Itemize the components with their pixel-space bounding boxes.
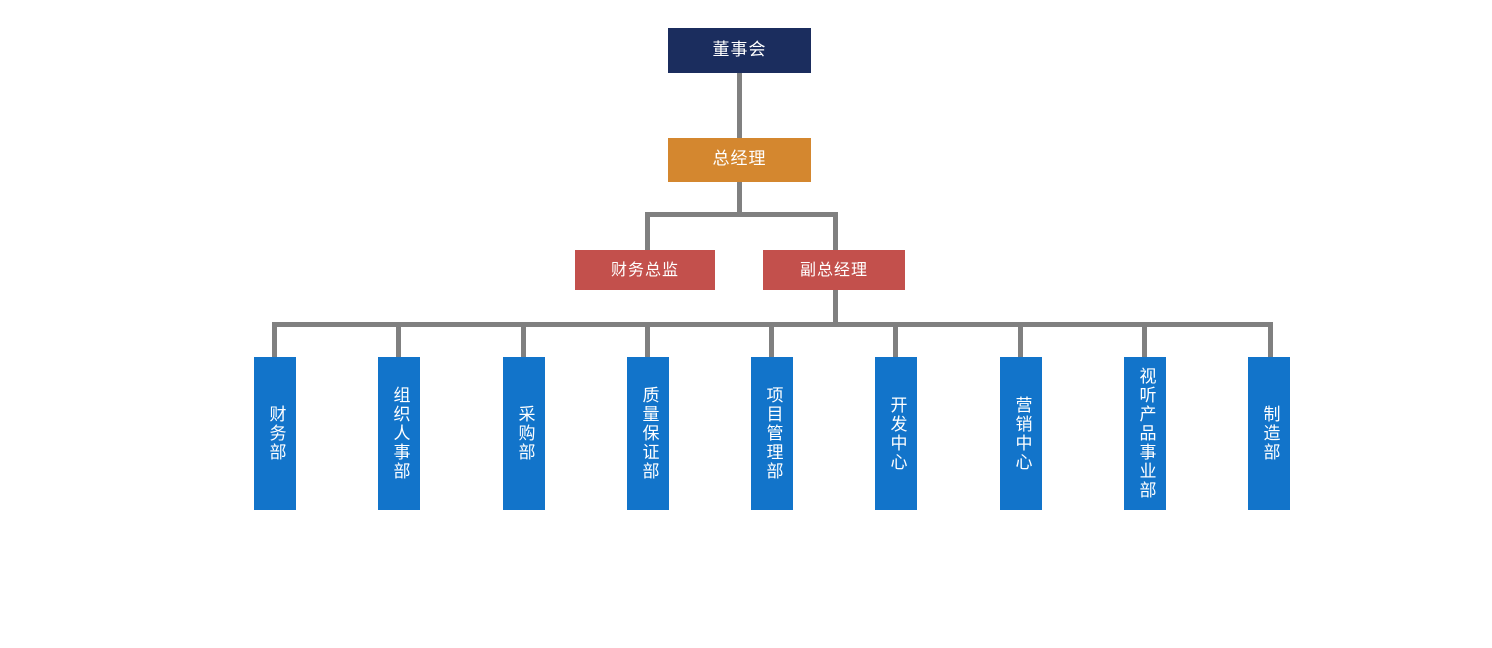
node-department-9[interactable]: 制造部 xyxy=(1248,357,1290,510)
node-department-2[interactable]: 组织人事部 xyxy=(378,357,420,510)
connector-gm-down xyxy=(737,182,742,215)
node-department-8-label: 视听产品事业部 xyxy=(1135,367,1156,500)
node-department-5-label: 项目管理部 xyxy=(762,386,783,481)
connector-vgm-down xyxy=(833,290,838,327)
connector-bus-to-dept-4 xyxy=(645,322,650,357)
connector-bus-to-dept-9 xyxy=(1268,322,1273,357)
connector-bus-to-dept-5 xyxy=(769,322,774,357)
node-department-1[interactable]: 财务部 xyxy=(254,357,296,510)
node-department-4-label: 质量保证部 xyxy=(638,386,659,481)
connector-bus-to-dept-1 xyxy=(272,322,277,357)
connector-bus-to-vgm xyxy=(833,212,838,250)
node-department-7-label: 营销中心 xyxy=(1011,395,1032,472)
node-finance-director-label: 财务总监 xyxy=(610,259,679,279)
node-board-label: 董事会 xyxy=(712,39,767,60)
connector-bus-to-dept-7 xyxy=(1018,322,1023,357)
connector-board-to-gm xyxy=(737,73,742,138)
node-board-of-directors[interactable]: 董事会 xyxy=(668,28,811,73)
node-general-manager[interactable]: 总经理 xyxy=(668,138,811,182)
node-department-9-label: 制造部 xyxy=(1259,405,1280,462)
node-department-7[interactable]: 营销中心 xyxy=(1000,357,1042,510)
node-department-1-label: 财务部 xyxy=(265,405,286,462)
connector-directors-bus xyxy=(645,212,838,217)
node-department-3[interactable]: 采购部 xyxy=(503,357,545,510)
connector-bus-to-cfo xyxy=(645,212,650,250)
connector-bus-to-dept-8 xyxy=(1142,322,1147,357)
node-general-manager-label: 总经理 xyxy=(712,149,767,170)
node-finance-director[interactable]: 财务总监 xyxy=(575,250,715,290)
connector-bus-to-dept-3 xyxy=(521,322,526,357)
node-department-3-label: 采购部 xyxy=(514,405,535,462)
node-department-8[interactable]: 视听产品事业部 xyxy=(1124,357,1166,510)
node-deputy-general-manager[interactable]: 副总经理 xyxy=(763,250,905,290)
connector-bus-to-dept-6 xyxy=(893,322,898,357)
node-department-2-label: 组织人事部 xyxy=(389,386,410,481)
node-department-4[interactable]: 质量保证部 xyxy=(627,357,669,510)
node-department-6[interactable]: 开发中心 xyxy=(875,357,917,510)
node-department-6-label: 开发中心 xyxy=(886,395,907,472)
connector-bus-to-dept-2 xyxy=(396,322,401,357)
node-deputy-general-manager-label: 副总经理 xyxy=(799,259,868,279)
node-department-5[interactable]: 项目管理部 xyxy=(751,357,793,510)
